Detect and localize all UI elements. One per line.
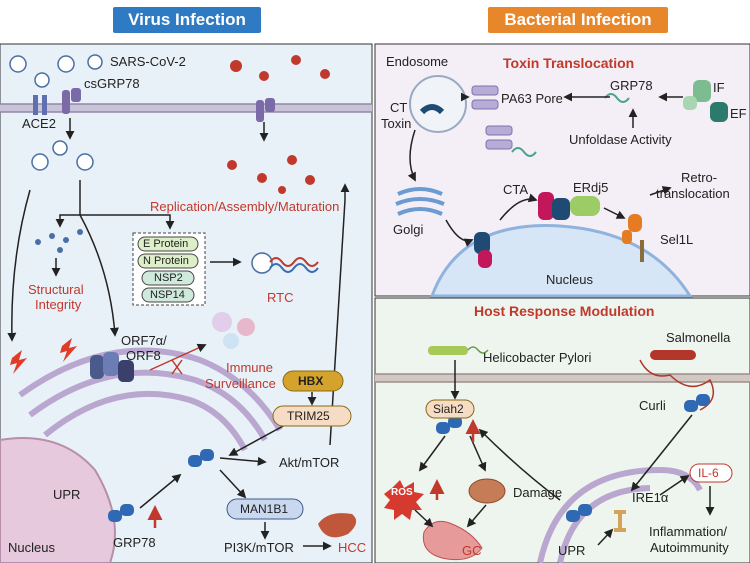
- host-membrane: [375, 373, 750, 383]
- retro-channel: [640, 240, 644, 262]
- lightning-icons: [10, 338, 77, 374]
- golgi-icon: [395, 187, 445, 216]
- mitochondria-icon: [468, 478, 506, 504]
- siah2-grp78: [436, 394, 710, 522]
- upr-label: UPR: [53, 487, 81, 502]
- nucleus-shape: [0, 437, 116, 563]
- toxin-title: Toxin Translocation: [503, 55, 635, 71]
- stomach-icon: [422, 520, 483, 561]
- pi3k-label: PI3K/mTOR: [224, 540, 294, 555]
- hcc-label: HCC: [338, 540, 367, 555]
- salmonella-label: Salmonella: [666, 330, 731, 345]
- cta-complex: [474, 232, 492, 268]
- man1b1-label: MAN1B1: [240, 502, 289, 516]
- pa63-label: PA63 Pore: [501, 91, 563, 106]
- structural-proteins: [35, 229, 83, 253]
- ros-burst: [384, 480, 424, 520]
- rtc-icon: [251, 252, 319, 274]
- hbx-label: HBX: [298, 374, 324, 388]
- protein-e: E Protein: [143, 238, 189, 250]
- siah2-box: [425, 399, 475, 419]
- akt-label: Akt/mTOR: [279, 455, 340, 470]
- ace2-label: ACE2: [22, 116, 56, 131]
- protein-nsp14: NSP14: [150, 289, 185, 301]
- golgi-label: Golgi: [393, 222, 424, 237]
- unfolded-chain: [604, 93, 630, 103]
- inflammation-label-2: Autoimmunity: [650, 540, 729, 555]
- ct-label: CT: [390, 100, 408, 115]
- grp78-toxin-label: GRP78: [610, 78, 653, 93]
- retro-label-2: translocation: [656, 186, 730, 201]
- inflammation-label-1: Inflammation/: [649, 524, 728, 539]
- salmonella-icon: [639, 350, 715, 411]
- trim25-box: [272, 405, 352, 427]
- host-title: Host Response Modulation: [474, 303, 655, 319]
- sel1l-label: Sel1L: [660, 232, 694, 247]
- protein-n: N Protein: [143, 255, 189, 267]
- structural-label-2: Integrity: [35, 297, 82, 312]
- il6-box: [689, 463, 733, 483]
- ct-toxin-icon: [419, 104, 445, 115]
- orf-protein-cluster: [90, 352, 134, 382]
- pa63-pore-icon: [471, 85, 513, 150]
- toxin-label: Toxin: [381, 116, 412, 131]
- hbx-box: [282, 370, 344, 392]
- curli-label: Curli: [639, 398, 666, 413]
- bacterial-infection-header: Bacterial Infection: [488, 7, 668, 33]
- endosome-icon: [409, 75, 467, 133]
- sars-cov-2-label: SARS-CoV-2: [110, 54, 186, 69]
- helicobacter-icon: [428, 346, 489, 355]
- ros-label: ROS: [391, 487, 413, 498]
- virus-infection-header: Virus Infection: [113, 7, 261, 33]
- orf-label-1: ORF7α/: [121, 333, 167, 348]
- if-ef-proteins: [683, 80, 728, 122]
- endosome-label: Endosome: [386, 54, 449, 69]
- unfoldase-label: Unfoldase Activity: [569, 132, 672, 147]
- toxin-nucleus-label: Nucleus: [546, 272, 593, 287]
- csgrp78-label: csGRP78: [84, 76, 140, 91]
- ire1a-receptor: [614, 510, 626, 532]
- structural-label-1: Structural: [28, 282, 84, 297]
- immune-label-1: Immune: [226, 360, 273, 375]
- siah2-label: Siah2: [433, 402, 464, 416]
- damage-label: Damage: [513, 485, 563, 500]
- csgrp78-receptor: [62, 88, 275, 122]
- il6-label: IL-6: [698, 466, 719, 480]
- ace2-receptor: [33, 95, 47, 115]
- retro-label-1: Retro-: [681, 170, 718, 185]
- protein-pills: [137, 236, 199, 303]
- erdj5-label: ERdj5: [573, 180, 609, 195]
- er-stacks: [18, 347, 283, 452]
- helicobacter-label: Helicobacter Pylori: [483, 350, 592, 365]
- immune-label-2: Surveillance: [205, 376, 276, 391]
- replication-label: Replication/Assembly/Maturation: [150, 199, 340, 214]
- unfolded-chain-2: [511, 147, 537, 157]
- orf-label-2: ORF8: [126, 348, 161, 363]
- ef-label: EF: [730, 106, 747, 121]
- ire1a-label: IRE1α: [632, 490, 669, 505]
- if-label: IF: [713, 80, 725, 95]
- sel1l-protein: [622, 214, 642, 244]
- man1b1-box: [226, 498, 304, 520]
- sars-cov-2-icons: [9, 54, 103, 171]
- nucleus-label: Nucleus: [8, 540, 55, 555]
- gc-label: GC: [462, 543, 482, 558]
- rtc-label: RTC: [267, 290, 294, 305]
- red-virus-icons: [227, 55, 330, 194]
- grp78-label: GRP78: [113, 535, 156, 550]
- protein-nsp2: NSP2: [154, 272, 183, 284]
- liver-icon: [318, 513, 357, 538]
- grp78-protein: [108, 449, 214, 522]
- host-upr-label: UPR: [558, 543, 586, 558]
- erdj5-protein: [538, 192, 600, 220]
- immune-cells-icon: [212, 312, 255, 349]
- cta-label: CTA: [503, 182, 529, 197]
- cell-membrane: [0, 103, 372, 113]
- trim25-label: TRIM25: [287, 409, 330, 423]
